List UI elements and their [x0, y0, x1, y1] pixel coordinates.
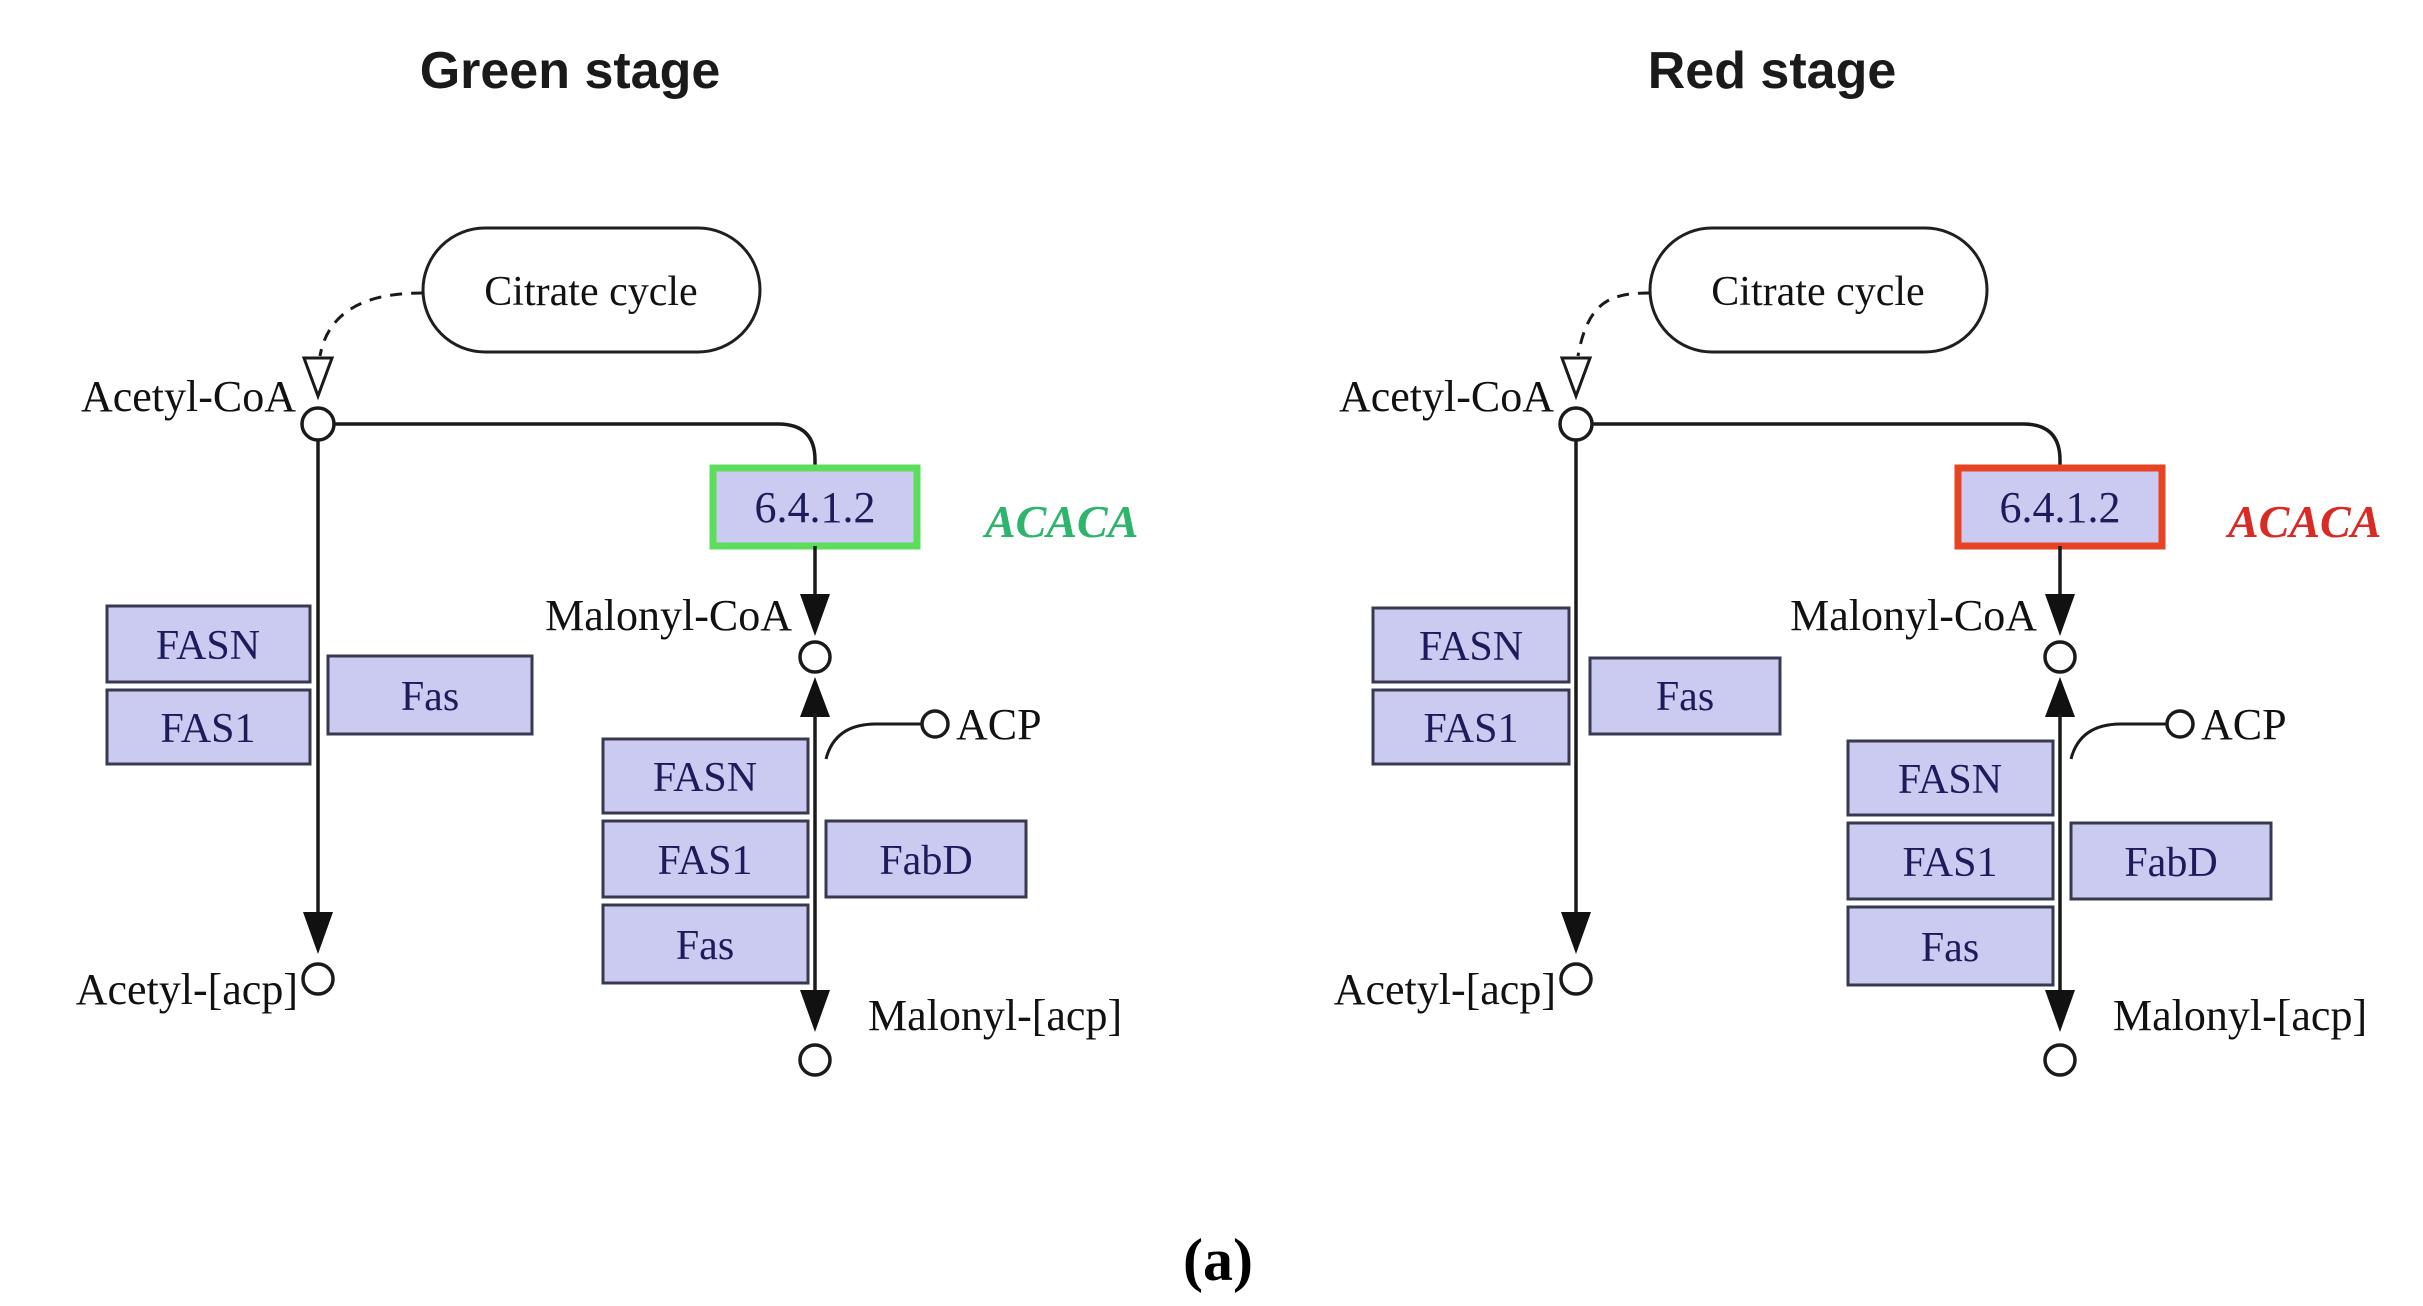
ec-to-malonyl-connector	[2045, 546, 2075, 636]
enzyme-box-fas-left	[326, 654, 534, 736]
gene-acaca-label: ACACA	[982, 496, 1138, 547]
panel-green: Green stage Citrate cycle Acetyl-CoA 6.4…	[76, 42, 1138, 1077]
enzyme-label-fas1-left: FAS1	[161, 706, 256, 752]
malonyl-coa-label: Malonyl-CoA	[545, 591, 792, 640]
acetyl-acp-node	[1559, 962, 1593, 996]
acetyl-coa-label: Acetyl-CoA	[1339, 372, 1554, 421]
enzyme-label-fasn-left: FASN	[1419, 624, 1523, 670]
ec-to-malonyl-connector	[800, 546, 830, 636]
down-arrowhead	[2045, 990, 2075, 1032]
enzyme-box-fas-center	[601, 903, 810, 985]
enzyme-label-fasn-left: FASN	[156, 623, 260, 669]
ec-6412-label: 6.4.1.2	[755, 483, 876, 532]
down-arrowhead	[800, 990, 830, 1032]
acetyl-coa-label: Acetyl-CoA	[81, 372, 296, 421]
down-arrowhead	[303, 912, 333, 954]
down-arrowhead	[2045, 594, 2075, 636]
malonyl-reaction-connector	[2045, 677, 2075, 990]
malonyl-acp-label: Malonyl-[acp]	[2113, 991, 2367, 1040]
up-arrowhead	[800, 677, 830, 717]
acetyl-to-ec-connector	[1593, 422, 2062, 468]
enzyme-box-fabd	[824, 819, 1028, 899]
down-arrowhead	[1561, 912, 1591, 954]
down-arrowhead	[800, 594, 830, 636]
enzyme-label-fas1-left: FAS1	[1424, 706, 1519, 752]
acp-node	[2165, 709, 2195, 739]
panel-title-green: Green stage	[420, 42, 721, 100]
acetyl-acp-node	[301, 962, 335, 996]
enzyme-box-fas1-left	[1371, 688, 1571, 766]
citrate-cycle-label: Citrate cycle	[484, 269, 697, 315]
panel-title-red: Red stage	[1648, 42, 1897, 100]
enzyme-label-fabd: FabD	[879, 838, 972, 884]
open-arrowhead	[1559, 356, 1593, 401]
malonyl-acp-node	[798, 1043, 832, 1077]
figure-caption: (a)	[1183, 1227, 1253, 1293]
enzyme-label-fas1-center: FAS1	[1903, 840, 1998, 886]
malonyl-acp-node	[2043, 1043, 2077, 1077]
enzyme-label-fasn-center: FASN	[1898, 757, 2002, 803]
malonyl-coa-label: Malonyl-CoA	[1790, 591, 2037, 640]
enzyme-label-fas-left: Fas	[401, 674, 459, 720]
enzyme-box-fasn-center	[1846, 739, 2055, 817]
citrate-to-acetyl-connector	[301, 291, 424, 401]
enzyme-box-fas-left	[1588, 656, 1782, 736]
acp-branch-connector	[824, 722, 921, 760]
citrate-cycle-node	[1648, 226, 1989, 354]
gene-acaca-label: ACACA	[2225, 496, 2381, 547]
enzyme-label-fabd: FabD	[2124, 840, 2217, 886]
ec-6412-label: 6.4.1.2	[2000, 483, 2121, 532]
to-malonyl-acp-connector	[2045, 990, 2075, 1032]
acetyl-acp-label: Acetyl-[acp]	[76, 965, 298, 1014]
citrate-to-acetyl-connector	[1559, 291, 1651, 401]
acp-branch-connector	[2069, 722, 2166, 760]
malonyl-acp-label: Malonyl-[acp]	[868, 991, 1122, 1040]
malonyl-reaction-connector	[800, 677, 830, 990]
enzyme-box-fasn-left	[105, 604, 312, 684]
enzyme-box-fas-center	[1846, 905, 2055, 987]
citrate-cycle-node	[421, 226, 762, 354]
enzyme-label-fas-center: Fas	[676, 923, 734, 969]
acetyl-coa-node	[300, 406, 336, 442]
enzyme-box-fasn-center	[601, 737, 810, 815]
acetyl-coa-node	[1558, 406, 1594, 442]
to-malonyl-acp-connector	[800, 990, 830, 1032]
ec-6412-box	[709, 464, 921, 550]
enzyme-label-fas-left: Fas	[1656, 674, 1714, 720]
ec-6412-box	[1954, 464, 2166, 550]
panel-red: Red stage Citrate cycle Acetyl-CoA 6.4.1…	[1334, 42, 2381, 1077]
to-acetyl-acp-connector	[303, 440, 333, 954]
enzyme-label-fas1-center: FAS1	[658, 838, 753, 884]
acp-node	[920, 709, 950, 739]
enzyme-label-fasn-center: FASN	[653, 755, 757, 801]
malonyl-coa-node	[798, 640, 832, 674]
acp-label: ACP	[2201, 700, 2287, 749]
enzyme-label-fas-center: Fas	[1921, 925, 1979, 971]
malonyl-coa-node	[2043, 640, 2077, 674]
to-acetyl-acp-connector	[1561, 440, 1591, 954]
citrate-cycle-label: Citrate cycle	[1711, 269, 1924, 315]
enzyme-box-fabd	[2069, 821, 2273, 901]
enzyme-box-fas1-center	[1846, 821, 2055, 901]
enzyme-box-fas1-center	[601, 819, 810, 899]
enzyme-box-fasn-left	[1371, 606, 1571, 684]
acp-label: ACP	[956, 700, 1042, 749]
up-arrowhead	[2045, 677, 2075, 717]
acetyl-acp-label: Acetyl-[acp]	[1334, 965, 1556, 1014]
open-arrowhead	[301, 356, 335, 401]
acetyl-to-ec-connector	[335, 422, 817, 468]
enzyme-box-fas1-left	[105, 688, 312, 766]
